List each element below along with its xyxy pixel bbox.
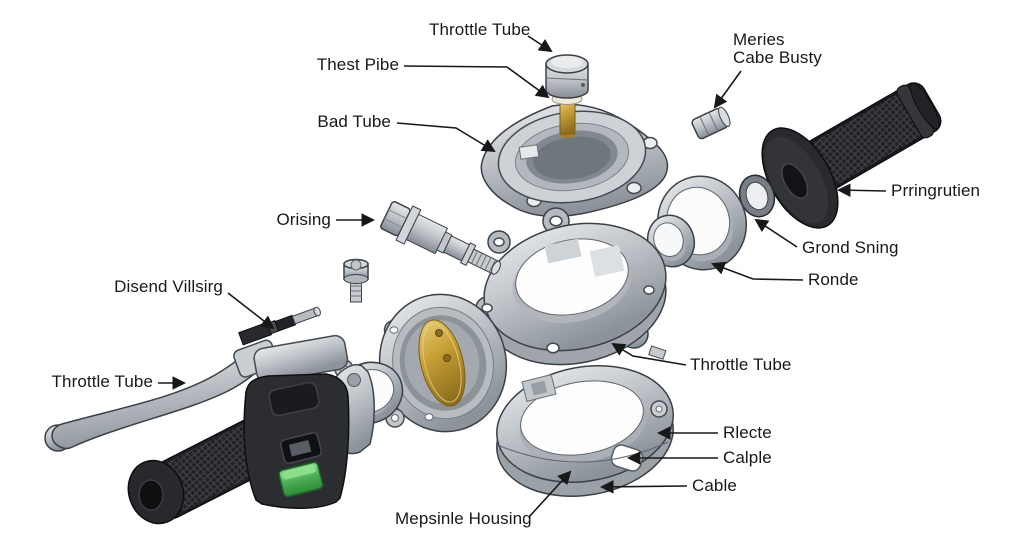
grond-sning-ring-part	[738, 174, 776, 218]
label-calple: Calple	[723, 448, 772, 467]
leader-line	[611, 342, 687, 366]
leader-line	[713, 70, 742, 109]
green-button	[278, 461, 324, 498]
leader-line	[599, 480, 688, 494]
label-orising: Orising	[276, 210, 331, 229]
brake-lever-part	[51, 347, 268, 450]
leader-line	[528, 470, 572, 518]
throttle-housing-clamp-part	[475, 207, 667, 366]
label-disend-villsirg: Disend Villsirg	[114, 277, 223, 296]
label-throttle-tube-top: Throttle Tube	[429, 20, 531, 39]
label-bad-tube: Bad Tube	[317, 112, 391, 131]
label-throttle-tube-left: Throttle Tube	[51, 372, 153, 391]
label-rlecte: Rlecte	[723, 423, 772, 442]
leader-line	[227, 292, 275, 330]
leader-line	[836, 183, 887, 198]
label-meries-cabe-busty: Meries Cabe Busty	[733, 30, 822, 68]
leader-line	[527, 35, 553, 53]
leader-line	[403, 65, 550, 99]
leader-lines	[158, 35, 887, 518]
ronde-ring-part	[646, 175, 748, 271]
small-bolt-part	[343, 258, 369, 303]
orising-shaft-part	[380, 201, 501, 275]
label-prringrutien: Prringrutien	[891, 181, 981, 200]
label-ronde: Ronde	[808, 270, 859, 289]
left-throttle-assembly-part	[44, 306, 376, 525]
valve-flange-part	[375, 293, 508, 433]
cable-fitting-part	[691, 106, 731, 140]
top-flange-plate-part	[480, 103, 669, 218]
right-grip-part	[761, 82, 942, 229]
leader-line	[396, 122, 496, 153]
throttle-cap-part	[545, 54, 589, 138]
leader-line	[754, 218, 798, 248]
leader-line	[711, 261, 804, 281]
label-grond-sning: Grond Sning	[802, 238, 899, 257]
label-throttle-tube-mid: Throttle Tube	[690, 355, 792, 374]
label-cable: Cable	[692, 476, 737, 495]
label-mepsinle-housing: Mepsinle Housing	[395, 509, 532, 528]
label-thest-pibe: Thest Pibe	[316, 55, 399, 74]
